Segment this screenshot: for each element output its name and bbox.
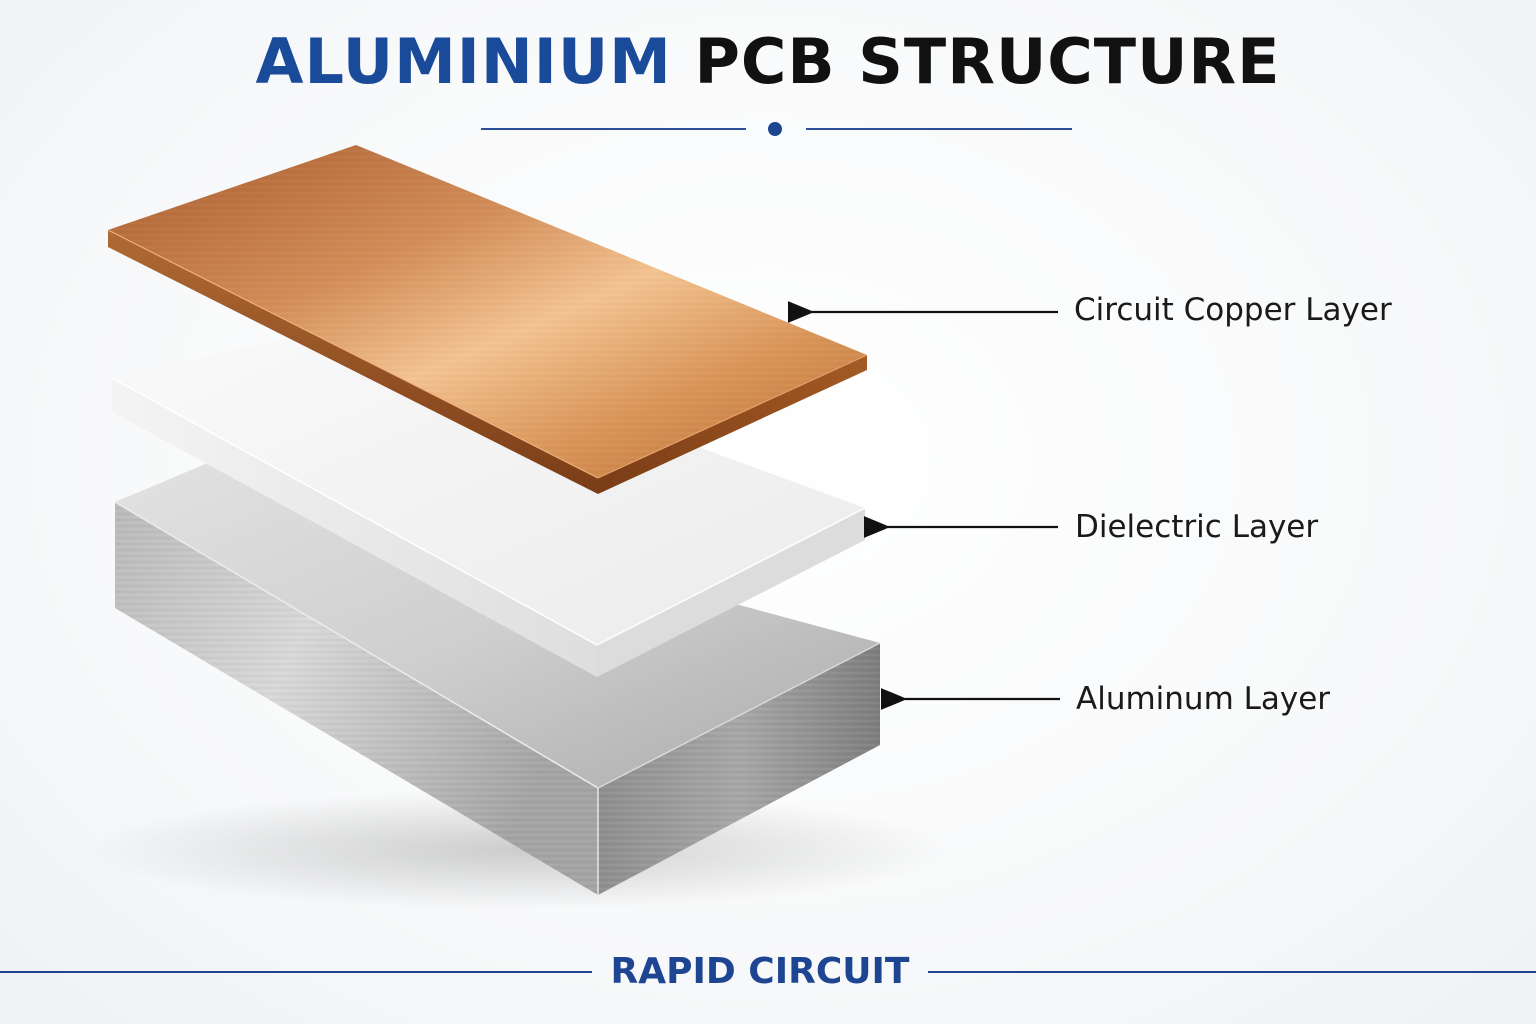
footer-divider-right: [928, 971, 1536, 973]
footer-divider-left: [0, 971, 592, 973]
dielectric-layer-label: Dielectric Layer: [1075, 509, 1319, 545]
page-title: ALUMINIUM PCB STRUCTURE: [0, 22, 1536, 102]
copper-layer-plate: [107, 145, 868, 494]
copper-layer-label: Circuit Copper Layer: [1074, 292, 1392, 328]
title-divider-right: [806, 128, 1072, 130]
title-main: PCB STRUCTURE: [694, 25, 1281, 98]
footer-brand: RAPID CIRCUIT: [610, 951, 910, 992]
title-divider-dot: [768, 122, 782, 136]
dielectric-layer-slab: [111, 322, 866, 677]
aluminum-layer-block: [114, 462, 881, 895]
title-divider-left: [481, 128, 746, 130]
aluminum-layer-label: Aluminum Layer: [1076, 681, 1331, 717]
title-accent: ALUMINIUM: [255, 25, 672, 98]
